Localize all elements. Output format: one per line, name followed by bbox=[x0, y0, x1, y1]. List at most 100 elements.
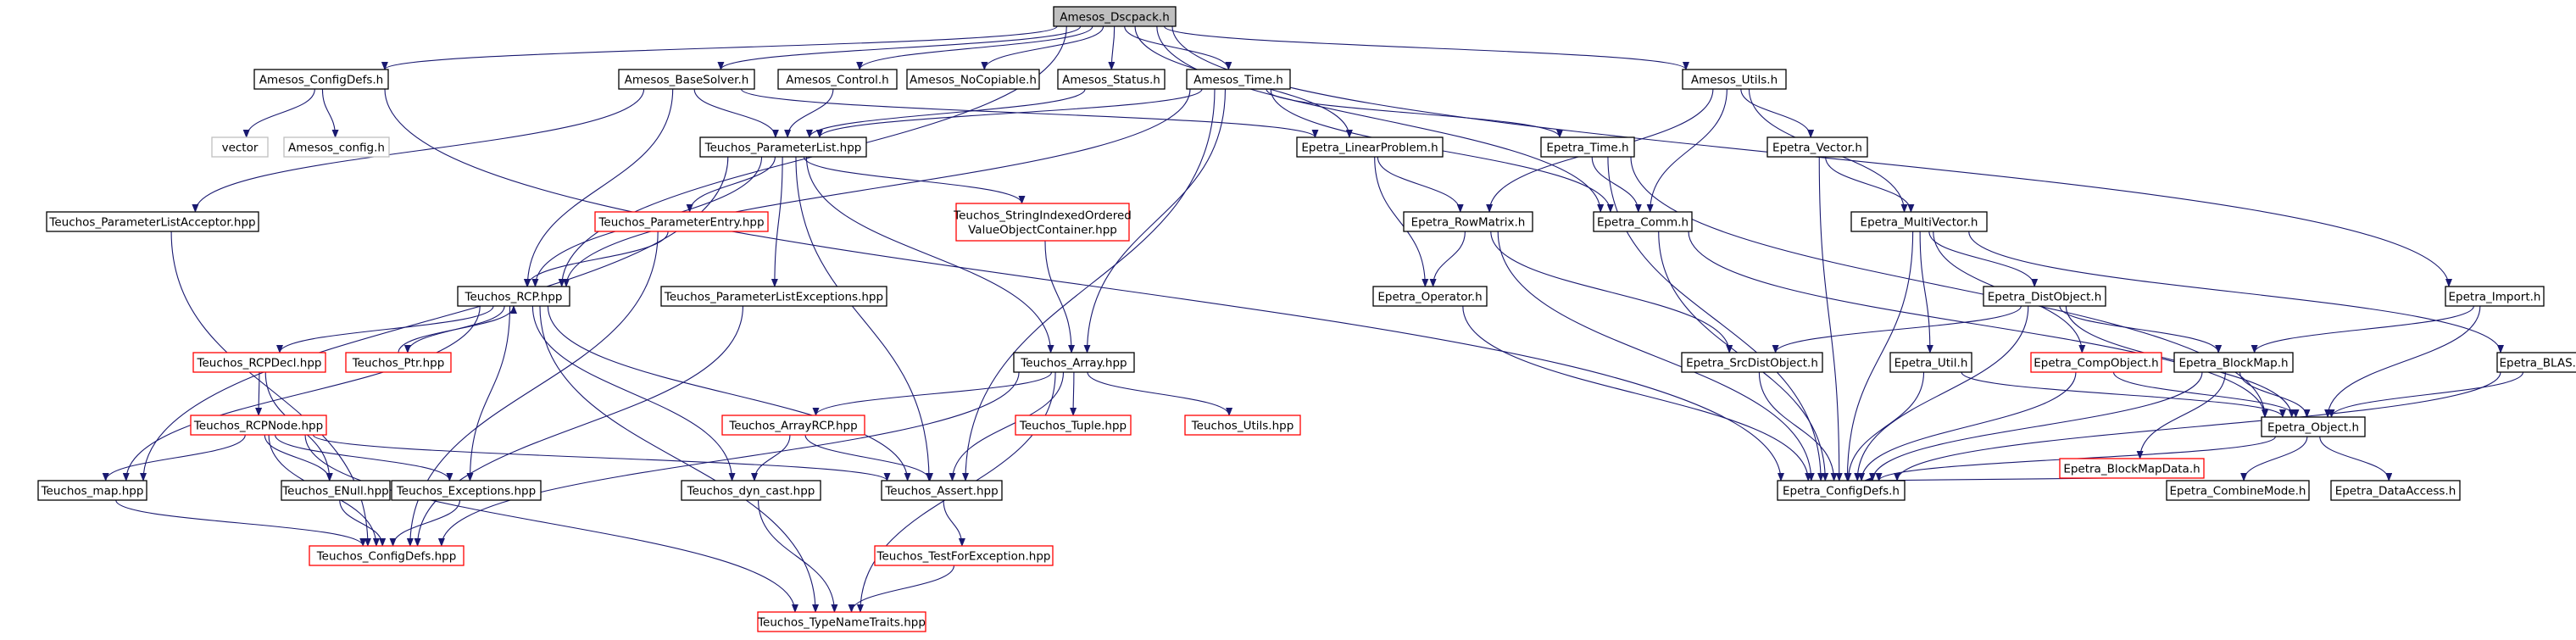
node-label: Teuchos_Array.hpp bbox=[1020, 357, 1127, 370]
edge-amesos_configdefs-to-vector bbox=[242, 88, 315, 138]
node-epetra_vector[interactable]: Epetra_Vector.h bbox=[1766, 136, 1868, 158]
node-epetra_blas[interactable]: Epetra_BLAS.h bbox=[2496, 352, 2576, 373]
node-epetra_comm[interactable]: Epetra_Comm.h bbox=[1593, 211, 1693, 232]
node-amesos_nocopiable[interactable]: Amesos_NoCopiable.h bbox=[906, 69, 1040, 90]
node-teuchos_rcpdecl[interactable]: Teuchos_RCPDecl.hpp bbox=[192, 352, 326, 373]
node-epetra_distobject[interactable]: Epetra_DistObject.h bbox=[1983, 286, 2106, 307]
node-box bbox=[37, 480, 147, 501]
edge-amesos_dscpack-to-amesos_control bbox=[856, 25, 1093, 70]
node-box bbox=[1403, 211, 1533, 232]
edge-epetra_vector-to-epetra_multivector bbox=[1825, 156, 1915, 213]
node-teuchos_parameterlist[interactable]: Teuchos_ParameterList.hpp bbox=[699, 136, 867, 158]
node-amesos_time[interactable]: Amesos_Time.h bbox=[1186, 69, 1291, 90]
node-box bbox=[190, 415, 327, 436]
node-box bbox=[192, 352, 326, 373]
edge-epetra_multivector-to-epetra_configdefs bbox=[1844, 231, 1914, 481]
node-label: Teuchos_ArrayRCP.hpp bbox=[728, 420, 857, 433]
node-box bbox=[211, 136, 269, 158]
node-epetra_linearproblem[interactable]: Epetra_LinearProblem.h bbox=[1296, 136, 1444, 158]
node-label: Epetra_Comm.h bbox=[1597, 216, 1689, 230]
node-box bbox=[1184, 415, 1301, 436]
node-teuchos_ptr[interactable]: Teuchos_Ptr.hpp bbox=[345, 352, 452, 373]
edge-amesos_dscpack-to-amesos_time bbox=[1124, 25, 1232, 70]
edge-epetra_blockmap-to-epetra_object bbox=[2239, 371, 2311, 418]
node-box bbox=[1540, 136, 1635, 158]
node-label: Epetra_BlockMapData.h bbox=[2063, 463, 2200, 476]
node-teuchos_assert[interactable]: Teuchos_Assert.hpp bbox=[881, 480, 1003, 501]
node-label: Epetra_DistObject.h bbox=[1988, 291, 2102, 304]
node-teuchos_parameterlistexceptions[interactable]: Teuchos_ParameterListExceptions.hpp bbox=[660, 286, 887, 307]
node-teuchos_arrayrcp[interactable]: Teuchos_ArrayRCP.hpp bbox=[721, 415, 865, 436]
node-box bbox=[1777, 480, 1906, 501]
node-label: Epetra_Vector.h bbox=[1772, 142, 1862, 155]
node-epetra_rowmatrix[interactable]: Epetra_RowMatrix.h bbox=[1403, 211, 1533, 232]
node-teuchos_map[interactable]: Teuchos_map.hpp bbox=[37, 480, 147, 501]
node-epetra_import[interactable]: Epetra_Import.h bbox=[2445, 286, 2545, 307]
node-epetra_operator[interactable]: Epetra_Operator.h bbox=[1372, 286, 1488, 307]
edge-amesos_basesolver-to-teuchos_parameterlistacceptor bbox=[192, 88, 645, 213]
node-amesos_configdefs[interactable]: Amesos_ConfigDefs.h bbox=[253, 69, 389, 90]
edge-teuchos_array-to-teuchos_tuple bbox=[1070, 371, 1077, 416]
node-teuchos_utils[interactable]: Teuchos_Utils.hpp bbox=[1184, 415, 1301, 436]
node-teuchos_tuple[interactable]: Teuchos_Tuple.hpp bbox=[1015, 415, 1132, 436]
node-epetra_dataaccess[interactable]: Epetra_DataAccess.h bbox=[2330, 480, 2461, 501]
node-teuchos_configdefs[interactable]: Teuchos_ConfigDefs.hpp bbox=[309, 545, 465, 566]
edge-epetra_blockmap-to-epetra_blockmapdata bbox=[2136, 371, 2226, 459]
node-amesos_config: Amesos_config.h bbox=[283, 136, 390, 158]
edge-epetra_rowmatrix-to-epetra_operator bbox=[1429, 231, 1466, 287]
edge-amesos_status-to-teuchos_parameterlist bbox=[806, 88, 1086, 138]
edge-epetra_object-to-epetra_dataaccess bbox=[2319, 436, 2393, 481]
edge-epetra_rowmatrix-to-epetra_configdefs bbox=[1497, 231, 1815, 481]
edge-epetra_operator-to-epetra_configdefs bbox=[1462, 305, 1812, 481]
node-teuchos_enull[interactable]: Teuchos_ENull.hpp bbox=[281, 480, 391, 501]
edge-teuchos_rcp-to-teuchos_typenametraits bbox=[539, 305, 820, 613]
node-epetra_combinemode[interactable]: Epetra_CombineMode.h bbox=[2166, 480, 2310, 501]
node-teuchos_rcpnode[interactable]: Teuchos_RCPNode.hpp bbox=[190, 415, 327, 436]
node-epetra_srcdistobject[interactable]: Epetra_SrcDistObject.h bbox=[1681, 352, 1823, 373]
edge-epetra_distobject-to-epetra_srcdistobject bbox=[1772, 305, 2022, 353]
node-box bbox=[283, 136, 390, 158]
node-amesos_basesolver[interactable]: Amesos_BaseSolver.h bbox=[618, 69, 755, 90]
node-vector: vector bbox=[211, 136, 269, 158]
node-label: Teuchos_ParameterListExceptions.hpp bbox=[664, 291, 883, 304]
node-teuchos_stringindexed[interactable]: Teuchos_StringIndexedOrderedValueObjectC… bbox=[953, 203, 1132, 242]
edge-epetra_util-to-epetra_configdefs bbox=[1844, 371, 1925, 481]
edge-teuchos_rcp-to-teuchos_assert bbox=[547, 305, 911, 481]
node-teuchos_exceptions[interactable]: Teuchos_Exceptions.hpp bbox=[391, 480, 542, 501]
node-teuchos_rcp[interactable]: Teuchos_RCP.hpp bbox=[457, 286, 570, 307]
edge-epetra_time-to-epetra_configdefs bbox=[1607, 156, 1825, 481]
node-epetra_blockmap[interactable]: Epetra_BlockMap.h bbox=[2173, 352, 2294, 373]
node-epetra_configdefs[interactable]: Epetra_ConfigDefs.h bbox=[1777, 480, 1906, 501]
edge-teuchos_parameterlist-to-teuchos_assert bbox=[795, 156, 933, 481]
node-amesos_status[interactable]: Amesos_Status.h bbox=[1057, 69, 1166, 90]
node-teuchos_parameterentry[interactable]: Teuchos_ParameterEntry.hpp bbox=[594, 211, 769, 232]
edge-teuchos_enull-to-teuchos_configdefs bbox=[339, 499, 387, 547]
node-box bbox=[457, 286, 570, 307]
node-epetra_time[interactable]: Epetra_Time.h bbox=[1540, 136, 1635, 158]
node-epetra_compobject[interactable]: Epetra_CompObject.h bbox=[2030, 352, 2162, 373]
node-epetra_util[interactable]: Epetra_Util.h bbox=[1889, 352, 1972, 373]
node-box bbox=[2166, 480, 2310, 501]
node-epetra_blockmapdata[interactable]: Epetra_BlockMapData.h bbox=[2059, 458, 2205, 479]
node-label: Epetra_Util.h bbox=[1894, 357, 1968, 370]
node-teuchos_testforexception[interactable]: Teuchos_TestForException.hpp bbox=[874, 545, 1054, 566]
node-box bbox=[253, 69, 389, 90]
edge-epetra_comm-to-epetra_object bbox=[1688, 231, 2268, 418]
node-teuchos_parameterlistacceptor[interactable]: Teuchos_ParameterListAcceptor.hpp bbox=[46, 211, 259, 232]
edge-amesos_dscpack-to-amesos_configdefs bbox=[381, 25, 1058, 70]
node-amesos_utils[interactable]: Amesos_Utils.h bbox=[1682, 69, 1787, 90]
edge-amesos_dscpack-to-amesos_nocopiable bbox=[981, 25, 1104, 70]
node-box bbox=[1850, 211, 1988, 232]
node-amesos_control[interactable]: Amesos_Control.h bbox=[777, 69, 898, 90]
node-box bbox=[2173, 352, 2294, 373]
edge-teuchos_ptr-to-teuchos_rcp bbox=[398, 305, 517, 353]
node-epetra_object[interactable]: Epetra_Object.h bbox=[2261, 416, 2366, 437]
node-teuchos_dyn_cast[interactable]: Teuchos_dyn_cast.hpp bbox=[681, 480, 821, 501]
node-label: Teuchos_ParameterListAcceptor.hpp bbox=[48, 216, 255, 230]
node-epetra_multivector[interactable]: Epetra_MultiVector.h bbox=[1850, 211, 1988, 232]
node-teuchos_typenametraits[interactable]: Teuchos_TypeNameTraits.hpp bbox=[757, 611, 926, 632]
node-teuchos_array[interactable]: Teuchos_Array.hpp bbox=[1013, 352, 1135, 373]
edge-epetra_multivector-to-epetra_blas bbox=[1968, 231, 2504, 353]
node-label: Epetra_Import.h bbox=[2449, 291, 2541, 304]
node-label: Epetra_LinearProblem.h bbox=[1301, 142, 1438, 155]
